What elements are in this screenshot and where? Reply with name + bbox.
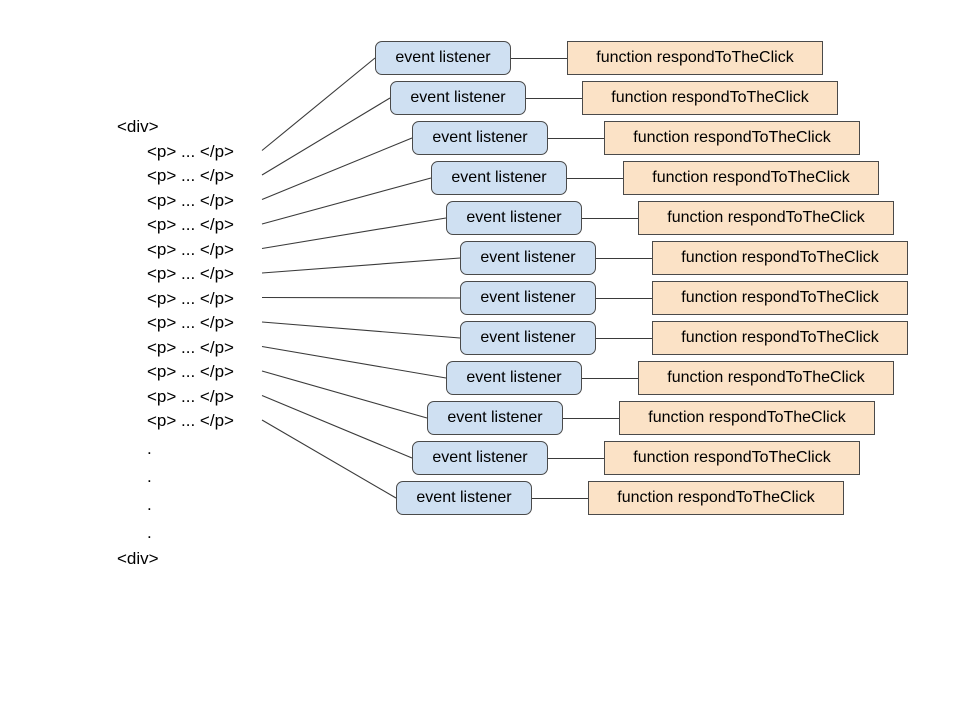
callback-function-box[interactable]: function respondToTheClick <box>652 281 908 315</box>
callback-function-box[interactable]: function respondToTheClick <box>652 241 908 275</box>
code-line-ellipsis-dot: . <box>147 523 152 542</box>
listener-function-row: event listener function respondToTheClick <box>390 81 838 115</box>
listener-function-row: event listener function respondToTheClick <box>412 121 860 155</box>
listener-function-row: event listener function respondToTheClick <box>396 481 844 515</box>
dom-source-code: <div> <p> ... </p> <p> ... </p> <p> ... </p… <box>0 0 280 720</box>
listener-function-connector <box>596 337 652 339</box>
event-listener-box[interactable]: event listener <box>412 441 548 475</box>
listener-function-row: event listener function respondToTheClick <box>460 281 908 315</box>
callback-function-box[interactable]: function respondToTheClick <box>604 121 860 155</box>
paragraph-to-listener-wire <box>261 217 447 250</box>
code-line-ellipsis-dot: . <box>147 495 152 514</box>
listener-function-row: event listener function respondToTheClick <box>446 201 894 235</box>
callback-function-box[interactable]: function respondToTheClick <box>638 201 894 235</box>
paragraph-to-listener-wire <box>261 345 447 379</box>
listener-function-connector <box>563 417 619 419</box>
listener-function-row: event listener function respondToTheClick <box>412 441 860 475</box>
code-line-paragraph: <p> ... </p> <box>147 166 234 185</box>
code-line-paragraph: <p> ... </p> <box>147 313 234 332</box>
listener-function-row: event listener function respondToTheClick <box>460 241 908 275</box>
callback-function-box[interactable]: function respondToTheClick <box>652 321 908 355</box>
callback-function-box[interactable]: function respondToTheClick <box>638 361 894 395</box>
code-line-paragraph: <p> ... </p> <box>147 386 234 406</box>
code-line-ellipsis-dot: . <box>147 439 152 458</box>
event-listener-box[interactable]: event listener <box>412 121 548 155</box>
listener-function-connector <box>582 217 638 219</box>
code-line-ellipsis-dot: . <box>147 467 152 486</box>
code-line-paragraph: <p> ... </p> <box>147 215 234 234</box>
code-line-paragraph: <p> ... </p> <box>147 190 234 210</box>
code-line-paragraph: <p> ... </p> <box>147 264 234 283</box>
paragraph-to-listener-wire <box>261 296 461 299</box>
event-listener-box[interactable]: event listener <box>375 41 511 75</box>
code-line-paragraph: <p> ... </p> <box>147 239 234 259</box>
callback-function-box[interactable]: function respondToTheClick <box>623 161 879 195</box>
event-listener-box[interactable]: event listener <box>396 481 532 515</box>
paragraph-to-listener-wire <box>261 177 432 225</box>
event-listener-box[interactable]: event listener <box>460 321 596 355</box>
code-line-div-tag: <div> <box>117 549 159 568</box>
listener-function-connector <box>532 497 588 499</box>
listener-function-row: event listener function respondToTheClick <box>460 321 908 355</box>
paragraph-to-listener-wire <box>261 137 413 201</box>
event-listener-box[interactable]: event listener <box>390 81 526 115</box>
code-line-paragraph: <p> ... </p> <box>147 411 234 430</box>
event-listener-box[interactable]: event listener <box>460 281 596 315</box>
paragraph-to-listener-wire <box>261 257 461 274</box>
listener-function-connector <box>582 377 638 379</box>
listener-function-row: event listener function respondToTheClick <box>375 41 823 75</box>
paragraph-to-listener-wire <box>261 97 391 176</box>
code-line-paragraph: <p> ... </p> <box>147 362 234 381</box>
listener-function-connector <box>526 97 582 99</box>
callback-function-box[interactable]: function respondToTheClick <box>582 81 838 115</box>
paragraph-to-listener-wire <box>261 419 397 499</box>
listener-function-connector <box>548 137 604 139</box>
listener-function-connector <box>596 257 652 259</box>
event-listener-box[interactable]: event listener <box>427 401 563 435</box>
listener-function-connector <box>596 297 652 299</box>
code-line-div-tag: <div> <box>117 117 159 136</box>
paragraph-to-listener-wire <box>261 370 428 419</box>
listener-function-row: event listener function respondToTheClick <box>431 161 879 195</box>
callback-function-box[interactable]: function respondToTheClick <box>604 441 860 475</box>
callback-function-box[interactable]: function respondToTheClick <box>588 481 844 515</box>
listener-function-row: event listener function respondToTheClick <box>446 361 894 395</box>
listener-function-connector <box>511 57 567 59</box>
listener-function-connector <box>548 457 604 459</box>
code-line-paragraph: <p> ... </p> <box>147 141 234 161</box>
event-listener-box[interactable]: event listener <box>431 161 567 195</box>
paragraph-to-listener-wire <box>261 321 461 339</box>
event-listener-box[interactable]: event listener <box>460 241 596 275</box>
code-line-paragraph: <p> ... </p> <box>147 337 234 357</box>
event-listener-box[interactable]: event listener <box>446 201 582 235</box>
code-line-paragraph: <p> ... </p> <box>147 288 234 308</box>
callback-function-box[interactable]: function respondToTheClick <box>567 41 823 75</box>
callback-function-box[interactable]: function respondToTheClick <box>619 401 875 435</box>
paragraph-to-listener-wire <box>261 394 413 459</box>
listener-function-connector <box>567 177 623 179</box>
event-listener-box[interactable]: event listener <box>446 361 582 395</box>
listener-function-row: event listener function respondToTheClick <box>427 401 875 435</box>
